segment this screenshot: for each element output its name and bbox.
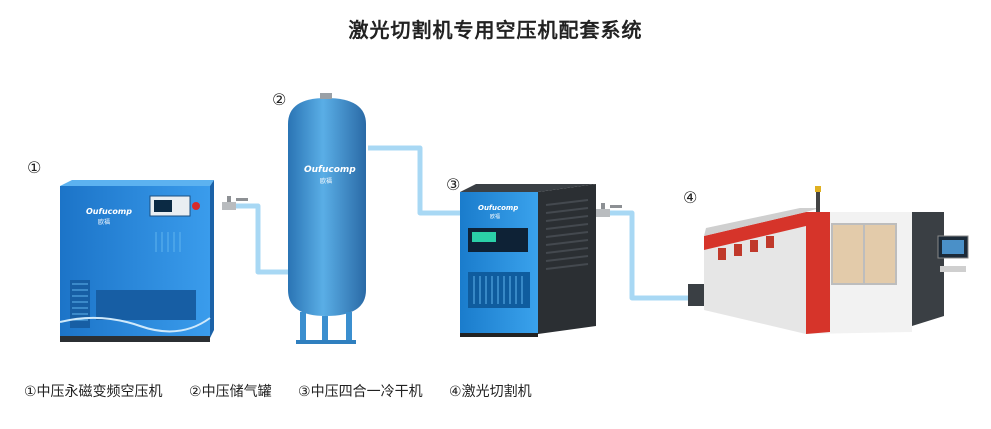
pipe-tank-to-dryer [368, 145, 462, 216]
legend-dryer: ③中压四合一冷干机 [298, 384, 423, 400]
compressor-brand: Oufucomp [86, 207, 132, 216]
pipe-compressor-to-tank [236, 203, 290, 275]
equipment-legend: ①中压永磁变频空压机 ②中压储气罐 ③中压四合一冷干机 ④激光切割机 [24, 381, 554, 401]
legend-tank: ②中压储气罐 [189, 384, 272, 400]
page-title: 激光切割机专用空压机配套系统 [348, 18, 643, 42]
dryer-brand-cn: 欧福 [490, 213, 500, 220]
compressor-number: ① [27, 158, 42, 177]
tank-number: ② [272, 90, 287, 109]
air-pipes [236, 145, 690, 301]
pipe-dryer-to-laser [592, 210, 690, 301]
compressor-brand-cn: 欧福 [98, 218, 110, 226]
valve-icon [222, 196, 248, 210]
laser-number: ④ [683, 188, 698, 207]
tank-brand: Oufucomp [304, 165, 356, 175]
legend-laser: ④激光切割机 [449, 384, 532, 400]
legend-compressor: ①中压永磁变频空压机 [24, 384, 163, 400]
valve-icon [596, 203, 622, 217]
dryer-brand: Oufucomp [478, 204, 518, 212]
air-tank: Oufucomp 欧福 [288, 93, 366, 344]
tank-brand-cn: 欧福 [320, 177, 332, 185]
compressor-unit: Oufucomp 欧福 [59, 180, 214, 342]
laser-cutting-machine [688, 186, 969, 334]
dryer-number: ③ [446, 175, 461, 194]
refrigerated-dryer: Oufucomp 欧福 [460, 184, 596, 337]
